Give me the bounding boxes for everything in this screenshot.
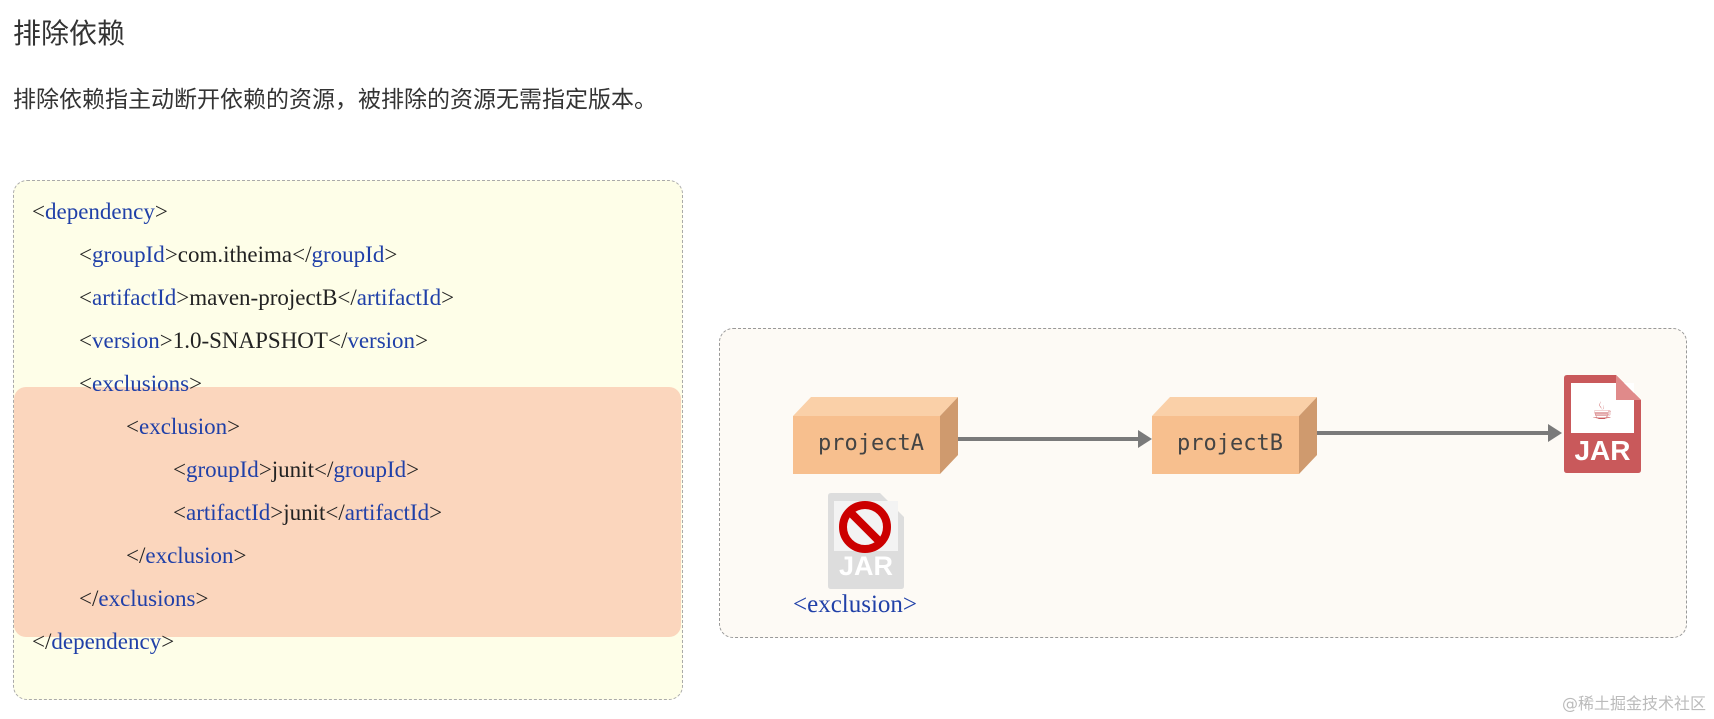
xml-tag: version [347,328,416,353]
code-block: <dependency><groupId>com.itheima</groupI… [13,180,683,700]
xml-tag: exclusion [138,414,228,439]
code-line: </dependency> [32,629,174,655]
xml-text: com.itheima [177,242,293,267]
xml-text: maven-projectB [189,285,338,310]
xml-text: < [126,414,139,439]
xml-text: > [270,500,284,525]
code-line: <exclusions> [79,371,202,397]
dependency-diagram: projectA projectB ☕ JAR JAR <exclusion> [719,328,1687,638]
project-a-label: projectA [818,431,924,456]
jar-label: JAR [1574,435,1631,466]
exclusion-label: <exclusion> [793,591,918,618]
xml-text: < [79,242,92,267]
xml-bracket: </ [327,328,348,353]
xml-text: < [173,500,186,525]
xml-text: < [173,457,186,482]
xml-tag: artifactId [185,500,271,525]
xml-text: < [79,285,92,310]
exclusions-highlight [14,387,681,637]
arrow-b-to-jar [1317,424,1562,442]
xml-text: > [161,629,175,654]
xml-tag: exclusions [98,586,196,611]
xml-text: > [227,414,241,439]
xml-text: < [79,371,92,396]
xml-bracket: > [429,500,443,525]
xml-text: > [154,199,168,224]
xml-text: junit [283,500,326,525]
xml-bracket: </ [292,242,312,267]
xml-tag: dependency [51,629,162,654]
description: 排除依赖指主动断开依赖的资源，被排除的资源无需指定版本。 [13,87,657,113]
code-line: <artifactId>junit</artifactId> [173,500,442,526]
xml-tag: groupId [185,457,259,482]
xml-text: < [32,199,45,224]
xml-text: 1.0-SNAPSHOT [172,328,328,353]
prohibited-icon [839,501,891,553]
code-line: <artifactId>maven-projectB</artifactId> [79,285,454,311]
xml-text: </ [32,629,52,654]
project-a-box: projectA [793,397,958,474]
xml-text: > [164,242,178,267]
xml-bracket: </ [313,457,334,482]
code-line: <groupId>com.itheima</groupId> [79,242,397,268]
xml-tag: artifactId [91,285,177,310]
xml-text: > [189,371,203,396]
xml-bracket: </ [325,500,345,525]
xml-tag: version [91,328,160,353]
code-line: <version>1.0-SNAPSHOT</version> [79,328,428,354]
xml-text: < [79,328,92,353]
xml-tag: exclusions [91,371,190,396]
xml-bracket: > [406,457,420,482]
xml-tag: groupId [91,242,165,267]
watermark: @稀土掘金技术社区 [1561,694,1706,713]
arrow-a-to-b [958,430,1152,448]
code-line: </exclusions> [79,586,208,612]
svg-text:☕: ☕ [1591,397,1613,425]
xml-bracket: > [415,328,429,353]
xml-bracket: > [384,242,398,267]
excluded-jar-icon: JAR [828,493,904,589]
xml-text: > [195,586,209,611]
xml-text: </ [126,543,146,568]
xml-text: > [233,543,247,568]
xml-tag: exclusion [145,543,234,568]
jar-icon: ☕ JAR [1564,375,1641,473]
xml-tag: artifactId [356,285,442,310]
xml-tag: artifactId [344,500,430,525]
xml-text: </ [79,586,99,611]
xml-text: > [258,457,272,482]
arrows [958,424,1562,448]
xml-text: > [176,285,190,310]
xml-tag: groupId [333,457,407,482]
page-title: 排除依赖 [13,17,126,50]
xml-bracket: > [441,285,455,310]
code-line: <dependency> [32,199,168,225]
code-line: </exclusion> [126,543,247,569]
code-line: <groupId>junit</groupId> [173,457,419,483]
project-b-label: projectB [1177,431,1283,456]
project-b-box: projectB [1152,397,1317,474]
code-line: <exclusion> [126,414,240,440]
xml-text: junit [271,457,314,482]
xml-tag: groupId [311,242,385,267]
xml-text: > [159,328,173,353]
xml-bracket: </ [337,285,357,310]
excluded-jar-label: JAR [838,551,893,581]
xml-tag: dependency [44,199,155,224]
